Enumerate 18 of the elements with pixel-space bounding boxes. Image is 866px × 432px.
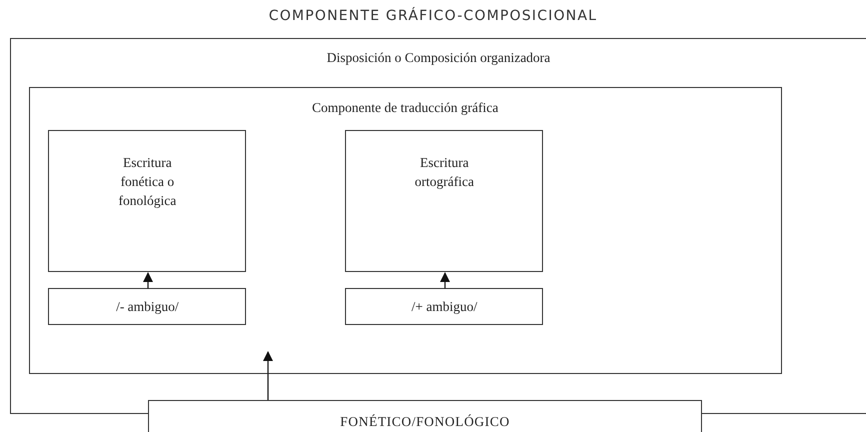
feature-box: [345, 288, 544, 326]
box-label: Escritura ortográfica: [414, 154, 475, 192]
arrow: [440, 272, 450, 289]
box-label: Componente de traducción gráfica: [311, 98, 500, 117]
diagram-title: COMPONENTE GRÁFICO-COMPOSICIONAL: [268, 8, 598, 24]
writing-box: [345, 130, 544, 272]
box-label: Escritura fonética o fonológica: [118, 154, 178, 210]
arrow: [143, 272, 153, 289]
outer-box: [10, 38, 866, 414]
box-label: /- ambiguo/: [115, 298, 180, 316]
component-box: [28, 86, 782, 374]
base-box: [148, 400, 702, 432]
box-label: FONÉTICO/FONOLÓGICO: [339, 413, 511, 431]
feature-box: [48, 288, 246, 326]
arrow: [263, 351, 273, 400]
box-label: Disposición o Composición organizadora: [326, 49, 552, 67]
writing-box: [48, 130, 246, 272]
box-label: /+ ambiguo/: [410, 298, 478, 316]
